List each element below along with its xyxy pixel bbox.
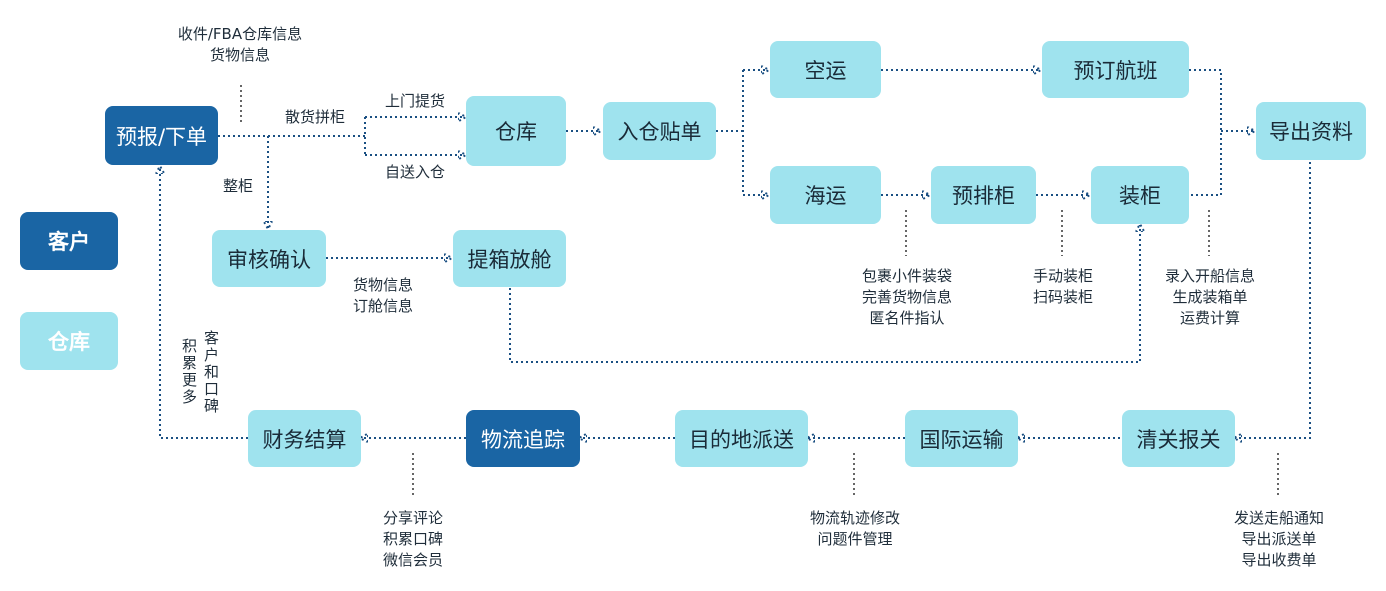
- receiver-info-note: 收件/FBA仓库信息 货物信息: [177, 25, 303, 64]
- air-freight-node: 空运: [770, 41, 881, 98]
- preorder-node: 预报/下单: [105, 106, 218, 165]
- warehouse-node: 仓库: [466, 96, 566, 166]
- legend-warehouse: 仓库: [20, 312, 118, 370]
- more-customers-col2: 积累更多: [181, 337, 197, 406]
- intl-transport-node: 国际运输: [905, 410, 1018, 467]
- book-flight-node: 预订航班: [1042, 41, 1189, 98]
- sea-freight-node: 海运: [770, 166, 881, 224]
- export-docs-node: 导出资料: [1256, 102, 1366, 160]
- pickup-release-node: 提箱放舱: [453, 230, 566, 287]
- door-pickup-label: 上门提货: [384, 92, 445, 110]
- load-container-node: 装柜: [1091, 166, 1189, 224]
- more-customers-col1: 客户和口碑: [203, 329, 219, 415]
- loose-cargo-label: 散货拼柜: [284, 108, 345, 126]
- finance-node: 财务结算: [248, 410, 361, 467]
- notify-note: 发送走船通知 导出派送单 导出收费单: [1233, 509, 1324, 569]
- track-mgmt-note: 物流轨迹修改 问题件管理: [809, 509, 900, 548]
- parcel-note: 包裹小件装袋 完善货物信息 匿名件指认: [861, 267, 952, 327]
- tracking-node: 物流追踪: [466, 410, 580, 467]
- customs-node: 清关报关: [1122, 410, 1235, 467]
- self-delivery-label: 自送入仓: [384, 163, 445, 181]
- legend-customer: 客户: [20, 212, 118, 270]
- destination-delivery-node: 目的地派送: [675, 410, 808, 467]
- review-confirm-node: 审核确认: [212, 230, 326, 287]
- cargo-booking-note: 货物信息 订舱信息: [352, 276, 413, 315]
- shipping-info-note: 录入开船信息 生成装箱单 运费计算: [1164, 267, 1255, 327]
- reviews-note: 分享评论 积累口碑 微信会员: [382, 509, 443, 569]
- inbound-label-node: 入仓贴单: [603, 102, 716, 160]
- pre-container-node: 预排柜: [931, 166, 1036, 224]
- full-container-label: 整柜: [222, 177, 253, 195]
- loading-method-note: 手动装柜 扫码装柜: [1032, 267, 1093, 306]
